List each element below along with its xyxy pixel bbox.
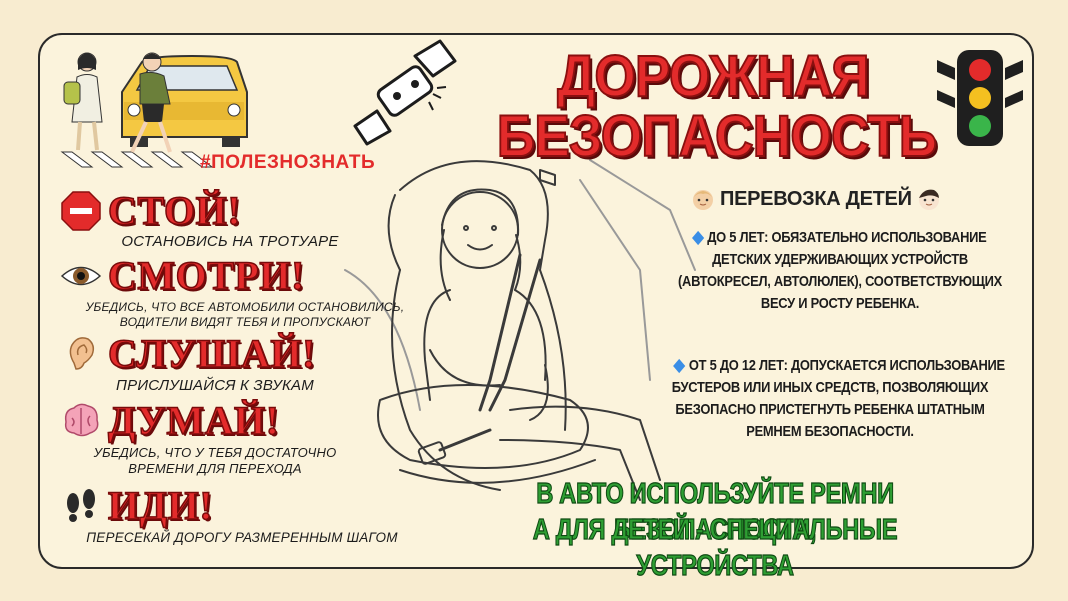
command-stop: СТОЙ! — [60, 188, 242, 233]
command-go-word: ИДИ! — [107, 483, 214, 528]
command-look: СМОТРИ! — [60, 253, 305, 298]
rule2-line2: БУСТЕРОВ ИЛИ ИНЫХ СРЕДСТВ, ПОЗВОЛЯЮЩИХ — [671, 379, 989, 396]
ear-icon — [69, 337, 95, 370]
rule2-line3: БЕЗОПАСНО ПРИСТЕГНУТЬ РЕБЕНКА ШТАТНЫМ — [675, 401, 985, 418]
seatbelt-buckle-icon — [353, 39, 457, 146]
title-line2: БЕЗОПАСНОСТЬ — [496, 104, 938, 169]
command-listen: СЛУШАЙ! — [60, 331, 316, 376]
command-look-word: СМОТРИ! — [107, 253, 305, 298]
command-look-text-2: ВОДИТЕЛИ ВИДЯТ ТЕБЯ И ПРОПУСКАЮТ — [119, 315, 371, 329]
stop-sign-icon — [61, 191, 101, 231]
rule1-line3: (АВТОКРЕСЕЛ, АВТОЛЮЛЕК), СООТВЕТСТВУЮЩИХ — [677, 273, 1002, 290]
car-seat-illustration — [344, 159, 696, 501]
slogan-line2: А ДЛЯ ДЕТЕЙ - СПЕЦИАЛЬНЫЕ УСТРОЙСТВА — [532, 513, 898, 582]
command-go: ИДИ! — [60, 483, 214, 528]
footprints-icon — [67, 489, 95, 522]
crossing-children-illustration — [60, 52, 248, 168]
rule2-line1: ОТ 5 ДО 12 ЛЕТ: ДОПУСКАЕТСЯ ИСПОЛЬЗОВАНИ… — [634, 356, 1047, 376]
hashtag: #ПОЛЕЗНОЗНАТЬ — [200, 152, 376, 173]
command-think-word: ДУМАЙ! — [107, 398, 280, 443]
rule1-line1: ДО 5 ЛЕТ: ОБЯЗАТЕЛЬНО ИСПОЛЬЗОВАНИЕ — [642, 228, 1038, 248]
rule1-line2: ДЕТСКИХ УДЕРЖИВАЮЩИХ УСТРОЙСТВ — [712, 251, 968, 268]
baby-boy-face-icon — [918, 189, 939, 210]
command-listen-word: СЛУШАЙ! — [107, 331, 316, 376]
baby-girl-face-icon — [693, 190, 713, 210]
command-stop-text: ОСТАНОВИСЬ НА ТРОТУАРЕ — [121, 233, 339, 250]
slogan-line1: В АВТО ИСПОЛЬЗУЙТЕ РЕМНИ БЕЗОПАСНОСТИ, — [536, 477, 895, 546]
diamond-bullet-icon — [673, 358, 686, 374]
command-listen-text: ПРИСЛУШАЙСЯ К ЗВУКАМ — [116, 377, 314, 394]
transport-heading: ПЕРЕВОЗКА ДЕТЕЙ — [690, 186, 942, 212]
traffic-light-icon — [937, 50, 1023, 146]
diamond-bullet-icon — [691, 230, 704, 246]
command-look-text-1: УБЕДИСЬ, ЧТО ВСЕ АВТОМОБИЛИ ОСТАНОВИЛИСЬ… — [85, 300, 405, 314]
command-go-text: ПЕРЕСЕКАЙ ДОРОГУ РАЗМЕРЕННЫМ ШАГОМ — [86, 530, 398, 545]
rule1-line4: ВЕСУ И РОСТУ РЕБЕНКА. — [760, 295, 920, 312]
rule2-line4: РЕМНЕМ БЕЗОПАСНОСТИ. — [746, 423, 914, 440]
eye-icon — [60, 266, 102, 286]
command-think-text-1: УБЕДИСЬ, ЧТО У ТЕБЯ ДОСТАТОЧНО — [93, 445, 337, 460]
command-stop-word: СТОЙ! — [107, 188, 242, 233]
command-think: ДУМАЙ! — [60, 398, 280, 443]
brain-icon — [64, 403, 99, 437]
transport-heading-text: ПЕРЕВОЗКА ДЕТЕЙ — [720, 187, 912, 210]
title-line1: ДОРОЖНАЯ — [556, 44, 870, 109]
command-think-text-2: ВРЕМЕНИ ДЛЯ ПЕРЕХОДА — [128, 461, 302, 476]
